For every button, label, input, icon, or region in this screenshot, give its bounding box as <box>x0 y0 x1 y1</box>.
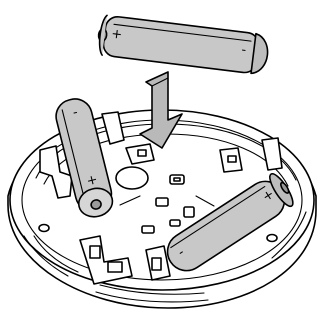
battery-top: + - <box>96 15 270 75</box>
battery-top-positive-label: + <box>110 27 123 43</box>
